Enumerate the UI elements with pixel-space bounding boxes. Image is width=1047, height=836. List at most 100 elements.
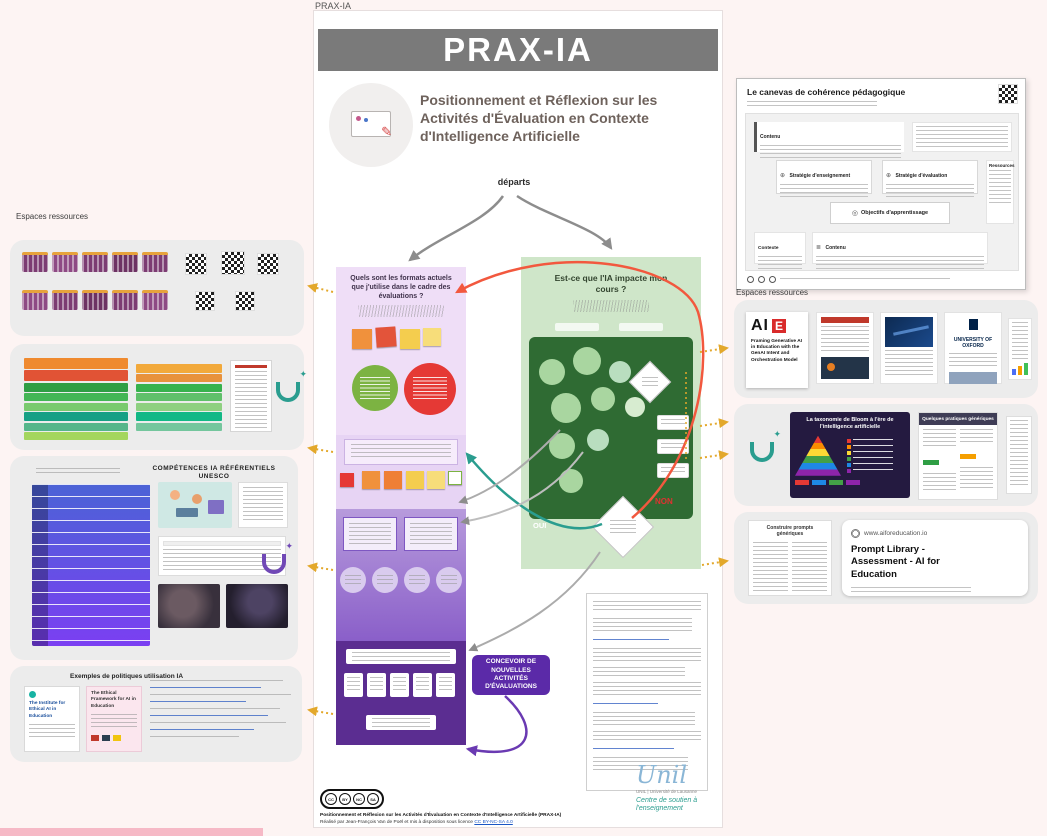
attribution-text: Réalisé par Jean-François Van de Poël et… [320, 820, 473, 825]
sticky-dot[interactable] [591, 387, 615, 411]
oxford-card[interactable]: UNIVERSITY OF OXFORD [944, 312, 1002, 384]
photo-thumbnail[interactable] [226, 584, 288, 628]
qr-code-thumbnail[interactable] [257, 253, 279, 275]
aie-framing-card[interactable]: AI E Framing Generative AI in Education … [746, 312, 808, 388]
article-thumbnail[interactable] [880, 312, 938, 384]
sticky-note-orange[interactable] [384, 471, 402, 489]
color-legend-table[interactable] [24, 356, 128, 442]
option-card[interactable] [657, 439, 689, 454]
action-banner[interactable] [346, 649, 456, 664]
canvas-enseignement-label: Stratégie d'enseignement [789, 173, 851, 179]
license-link[interactable]: CC BY-NC-SA 4.0 [474, 820, 513, 825]
needs-box[interactable] [343, 517, 397, 551]
option-card[interactable] [657, 463, 689, 478]
document-thumbnail[interactable] [238, 482, 288, 528]
skills-box[interactable] [404, 517, 458, 551]
action-chip[interactable] [413, 673, 432, 697]
document-thumbnail[interactable] [1006, 416, 1032, 494]
category-pill[interactable] [619, 323, 663, 331]
resource-thumbnail[interactable] [52, 252, 78, 272]
dot-decoration [364, 118, 368, 122]
option-circle[interactable] [372, 567, 398, 593]
sticky-dot[interactable] [625, 397, 645, 417]
action-chip[interactable] [344, 673, 363, 697]
report-thumbnail[interactable] [1008, 318, 1032, 380]
resource-thumbnail[interactable] [22, 252, 48, 272]
sticky-note-orange[interactable] [352, 329, 372, 349]
result-box[interactable] [366, 715, 436, 730]
bar-chart-icon [1018, 366, 1022, 375]
canvas-body: Contenu ⊕ Stratégie d'enseignement ⊕ Str… [745, 113, 1019, 272]
category-pill[interactable] [555, 323, 599, 331]
action-chip[interactable] [390, 673, 409, 697]
dot-decoration [356, 116, 361, 121]
option-card[interactable] [657, 415, 689, 430]
cc-license-badge[interactable]: CC BY NC SA [320, 789, 384, 809]
prompts-doc[interactable]: Construire prompts génériques [748, 520, 832, 596]
concevoir-cta-button[interactable]: CONCEVOIR DE NOUVELLES ACTIVITÉS D'ÉVALU… [472, 655, 550, 695]
sticky-dot-red[interactable] [404, 363, 456, 415]
notes-sheet[interactable] [586, 593, 708, 791]
sticky-note-yellow[interactable] [427, 471, 445, 489]
photo-thumbnail[interactable] [158, 584, 220, 628]
resource-thumbnail[interactable] [142, 252, 168, 272]
table-heading-lines [36, 468, 120, 476]
option-circle[interactable] [436, 567, 462, 593]
ethical-framework-card[interactable]: The Ethical Framework for AI in Educatio… [86, 686, 142, 752]
document-thumbnail[interactable] [230, 360, 272, 432]
sticky-dot[interactable] [587, 429, 609, 451]
departs-label: départs [497, 177, 531, 187]
resource-thumbnail[interactable] [142, 290, 168, 310]
option-circle[interactable] [404, 567, 430, 593]
resource-thumbnail[interactable] [52, 290, 78, 310]
qr-code-thumbnail[interactable] [235, 291, 255, 311]
action-chip[interactable] [436, 673, 455, 697]
sticky-note-outline[interactable] [448, 471, 462, 485]
sticky-note-yellow[interactable] [406, 471, 424, 489]
action-chip[interactable] [367, 673, 386, 697]
photo-highlight [827, 363, 835, 371]
qr-code-thumbnail[interactable] [185, 253, 207, 275]
policy-links-list[interactable] [150, 680, 298, 740]
color-legend-table[interactable] [136, 362, 222, 432]
prompt-site-url[interactable]: www.aiforeducation.io [864, 530, 928, 537]
pencil-icon: ✎ [381, 124, 392, 139]
resource-thumbnail[interactable] [112, 290, 138, 310]
left-resources-label: Espaces ressources [16, 212, 89, 221]
sticky-note-yellow[interactable] [400, 329, 420, 349]
coherence-canvas-card[interactable]: Le canevas de cohérence pédagogique Cont… [736, 78, 1026, 290]
resource-thumbnail[interactable] [82, 252, 108, 272]
sticky-dot[interactable] [609, 361, 631, 383]
competences-table-thumbnail[interactable] [32, 484, 150, 646]
non-label: NON [655, 497, 673, 506]
sticky-dot[interactable] [539, 359, 565, 385]
sticky-dot-green[interactable] [352, 365, 398, 411]
sticky-note-red[interactable] [375, 326, 397, 348]
prompt-library-card[interactable]: www.aiforeducation.io Prompt Library - A… [842, 520, 1028, 596]
note-box[interactable] [344, 439, 458, 465]
illustration-thumbnail[interactable] [158, 482, 232, 528]
pratiques-card[interactable]: Quelques pratiques génériques [918, 412, 998, 500]
impact-column: Est-ce que l'IA impacte mon cours ? NON … [521, 257, 701, 569]
option-circle[interactable] [340, 567, 366, 593]
left-panel-cards [10, 240, 304, 336]
sticky-note-red-small[interactable] [340, 473, 354, 487]
sticky-note-yellow[interactable] [423, 328, 441, 346]
frame-title[interactable]: PRAX-IA [315, 1, 352, 11]
right-panel-articles: AI E Framing Generative AI in Education … [734, 300, 1038, 398]
qr-code-thumbnail[interactable] [221, 251, 245, 275]
sticky-dot[interactable] [551, 393, 581, 423]
unil-center-name: Centre de soutien à l'enseignement [636, 797, 698, 813]
article-thumbnail[interactable] [816, 312, 874, 384]
ethical-institute-card[interactable]: The Institute for Ethical AI in Educatio… [24, 686, 80, 752]
resource-thumbnail[interactable] [22, 290, 48, 310]
sticky-dot[interactable] [573, 347, 601, 375]
resource-thumbnail[interactable] [112, 252, 138, 272]
qr-code-thumbnail[interactable] [195, 291, 215, 311]
bloom-card[interactable]: La taxonomie de Bloom à l'ère de l'intel… [790, 412, 910, 498]
sticky-note-orange[interactable] [362, 471, 380, 489]
unil-script-logo: Unil [636, 761, 688, 789]
sticky-dot[interactable] [549, 433, 575, 459]
resource-thumbnail[interactable] [82, 290, 108, 310]
sticky-dot[interactable] [559, 469, 583, 493]
